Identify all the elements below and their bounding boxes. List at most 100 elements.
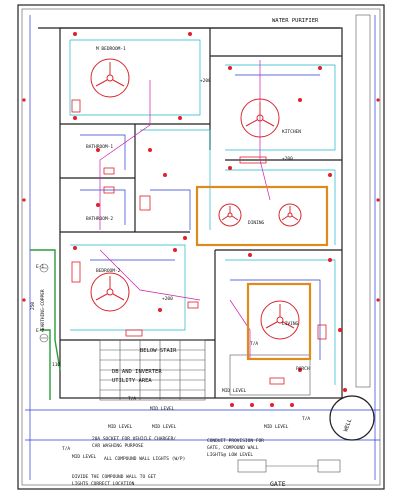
mid-level-2: MID LEVEL <box>150 406 175 412</box>
mid-level-6: MID LEVEL <box>72 454 97 460</box>
ta-3: T/A <box>62 446 70 452</box>
light-point-icon <box>173 248 177 252</box>
m-bedroom-label: M BEDROOM-1 <box>96 46 126 52</box>
light-point-icon <box>228 166 232 170</box>
socket-note-2: CAR WASHING PURPOSE <box>92 443 144 449</box>
switch-board-icon <box>139 195 151 211</box>
light-points <box>22 32 380 407</box>
mid-level-3: MID LEVEL <box>108 424 133 430</box>
dining-ceiling-outline <box>195 185 329 247</box>
switch-board-icon <box>71 261 81 283</box>
e2-label: E-2 <box>36 328 44 334</box>
ta-4: T/A <box>302 416 310 422</box>
switch-board-icon <box>71 99 81 113</box>
light-point-icon <box>73 32 77 36</box>
switch-board-icon <box>317 324 327 340</box>
switch-board-icon <box>239 156 267 164</box>
conduit-note-1: CONDUIT PROVISION FOR <box>207 438 264 444</box>
e1-label: E-1 <box>36 264 44 270</box>
light-point-icon <box>73 246 77 250</box>
ceiling-fan-icon <box>90 272 130 312</box>
living-ceiling-outline <box>246 282 312 361</box>
light-point-icon <box>318 66 322 70</box>
ceiling-fan-icon <box>278 203 302 227</box>
plus200-c: +200 <box>162 296 173 302</box>
light-point-icon <box>230 403 234 407</box>
light-point-icon <box>158 308 162 312</box>
light-point-icon <box>376 98 380 102</box>
ta-2: T/A <box>128 396 136 402</box>
staircase <box>99 339 206 401</box>
mid-level-5: MID LEVEL <box>264 424 289 430</box>
light-point-icon <box>343 388 347 392</box>
socket-note-1: 20A SOCKET FOR VEHICLE CHARGER/ <box>92 436 176 442</box>
earthing-icon <box>39 263 49 273</box>
utility-label: UTILITY AREA <box>112 378 152 384</box>
light-point-icon <box>338 328 342 332</box>
kitchen-label: KITCHEN <box>282 129 301 135</box>
dining-label: DINING <box>248 220 265 226</box>
light-point-icon <box>228 66 232 70</box>
light-point-icon <box>163 173 167 177</box>
ta-1: T/A <box>250 341 258 347</box>
bathroom1-label: BATHROOM-1 <box>86 144 113 150</box>
light-point-icon <box>250 403 254 407</box>
divide-note-2: LIGHTS CORRECT LOCATION <box>72 481 135 487</box>
light-point-icon <box>22 98 26 102</box>
mid-level-4: MID LEVEL <box>152 424 177 430</box>
switch-board-icon <box>125 329 143 337</box>
ceiling-fan-icon <box>260 300 300 340</box>
light-point-icon <box>298 98 302 102</box>
living-label: LIVING <box>282 321 299 327</box>
mid-level-1: MID LEVEL <box>222 388 247 394</box>
light-point-icon <box>376 198 380 202</box>
light-point-icon <box>96 203 100 207</box>
light-point-icon <box>298 368 302 372</box>
dim-110: 110 <box>52 362 60 368</box>
light-point-icon <box>148 148 152 152</box>
well-label: WELL <box>343 418 353 433</box>
bathroom2-label: BATHROOM-2 <box>86 216 113 222</box>
cable-routing <box>25 15 380 480</box>
plus200-a: +200 <box>200 78 211 84</box>
light-point-icon <box>376 298 380 302</box>
light-point-icon <box>188 32 192 36</box>
light-point-icon <box>248 253 252 257</box>
switch-boards <box>71 99 327 385</box>
porch-label: PORCH <box>296 366 310 372</box>
switch-board-icon <box>103 167 115 175</box>
light-point-icon <box>96 148 100 152</box>
well-symbol <box>329 395 375 441</box>
plan-labels: WATER PURIFIER M BEDROOM-1 BATHROOM-1 BA… <box>30 18 354 488</box>
compound-wall <box>17 4 385 490</box>
compound-lights-note: ALL COMPOUND WALL LIGHTS (W/P) <box>104 456 185 462</box>
water-purifier-label: WATER PURIFIER <box>272 18 319 24</box>
ceiling-fan-icon <box>218 203 242 227</box>
divide-note-1: DIVIDE THE COMPOUND WALL TO GET <box>72 474 156 480</box>
light-point-icon <box>328 258 332 262</box>
below-stair-label: BELOW STAIR <box>140 348 177 354</box>
light-point-icon <box>328 173 332 177</box>
switch-board-icon <box>269 377 285 385</box>
light-point-icon <box>22 298 26 302</box>
bedroom2-label: BEDROOM-2 <box>96 268 121 274</box>
light-point-icon <box>183 236 187 240</box>
conduit-note-3: LIGHTS@ LOW LEVEL <box>207 452 253 458</box>
light-point-icon <box>22 198 26 202</box>
ceiling-fan-icon <box>240 98 280 138</box>
gate-label: GATE <box>270 480 286 488</box>
light-point-icon <box>290 403 294 407</box>
light-point-icon <box>270 403 274 407</box>
light-point-icon <box>178 116 182 120</box>
conduit-note-2: GATE, COMPOUND WALL <box>207 445 259 451</box>
gate-symbol <box>237 459 341 473</box>
plus200-b: +200 <box>282 156 293 162</box>
earthing-label: EARTHING-COPPER <box>40 289 46 330</box>
ceiling-fan-icon <box>90 58 130 98</box>
earthing-icon <box>39 333 49 343</box>
switch-board-icon <box>187 301 199 309</box>
switch-board-icon <box>103 186 115 194</box>
light-point-icon <box>73 116 77 120</box>
dim-250: 250 <box>30 302 36 310</box>
